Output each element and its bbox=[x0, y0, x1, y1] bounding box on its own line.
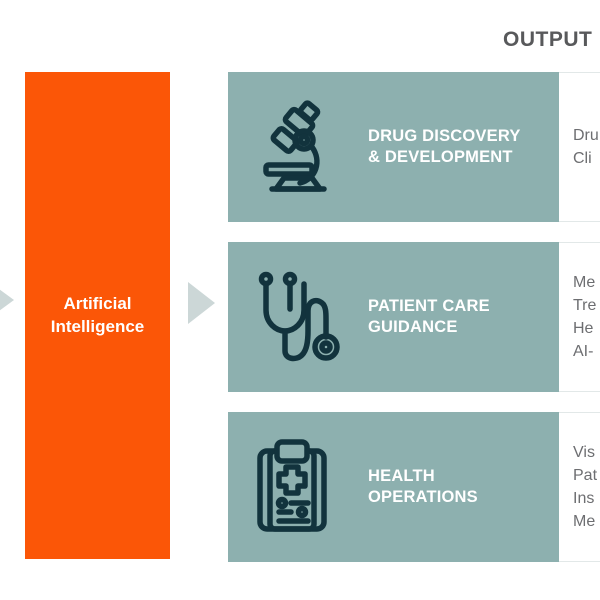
output-column-header: OUTPUT bbox=[503, 28, 593, 51]
detail-panel-patient-care: Me Tre He AI- bbox=[559, 242, 600, 392]
clipboard-medical-icon bbox=[228, 435, 368, 539]
card-health-operations[interactable]: Health Operations bbox=[228, 412, 559, 562]
card-patient-care[interactable]: Patient Care Guidance bbox=[228, 242, 559, 392]
stethoscope-icon bbox=[228, 265, 368, 369]
detail-panel-text: Dru Cli bbox=[573, 126, 599, 167]
artificial-intelligence-block: Artificial Intelligence bbox=[25, 72, 170, 559]
microscope-icon bbox=[228, 95, 368, 199]
detail-panel-drug-discovery: Dru Cli bbox=[559, 72, 600, 222]
card-title: Drug Discovery & Development bbox=[368, 126, 521, 166]
detail-panel-health-operations: Vis Pat Ins Me bbox=[559, 412, 600, 562]
card-title: Health Operations bbox=[368, 466, 478, 506]
artificial-intelligence-label: Artificial Intelligence bbox=[50, 293, 145, 336]
detail-panel-text: Vis Pat Ins Me bbox=[573, 443, 598, 531]
output-row: Drug Discovery & Development Dru Cli bbox=[228, 72, 600, 222]
output-row: Patient Care Guidance Me Tre He AI- bbox=[228, 242, 600, 392]
input-arrow-icon bbox=[0, 278, 14, 322]
output-row: Health Operations Vis Pat Ins Me bbox=[228, 412, 600, 562]
card-drug-discovery[interactable]: Drug Discovery & Development bbox=[228, 72, 559, 222]
card-title: Patient Care Guidance bbox=[368, 296, 490, 336]
detail-panel-text: Me Tre He AI- bbox=[573, 273, 597, 361]
flow-arrow-icon bbox=[188, 282, 215, 324]
